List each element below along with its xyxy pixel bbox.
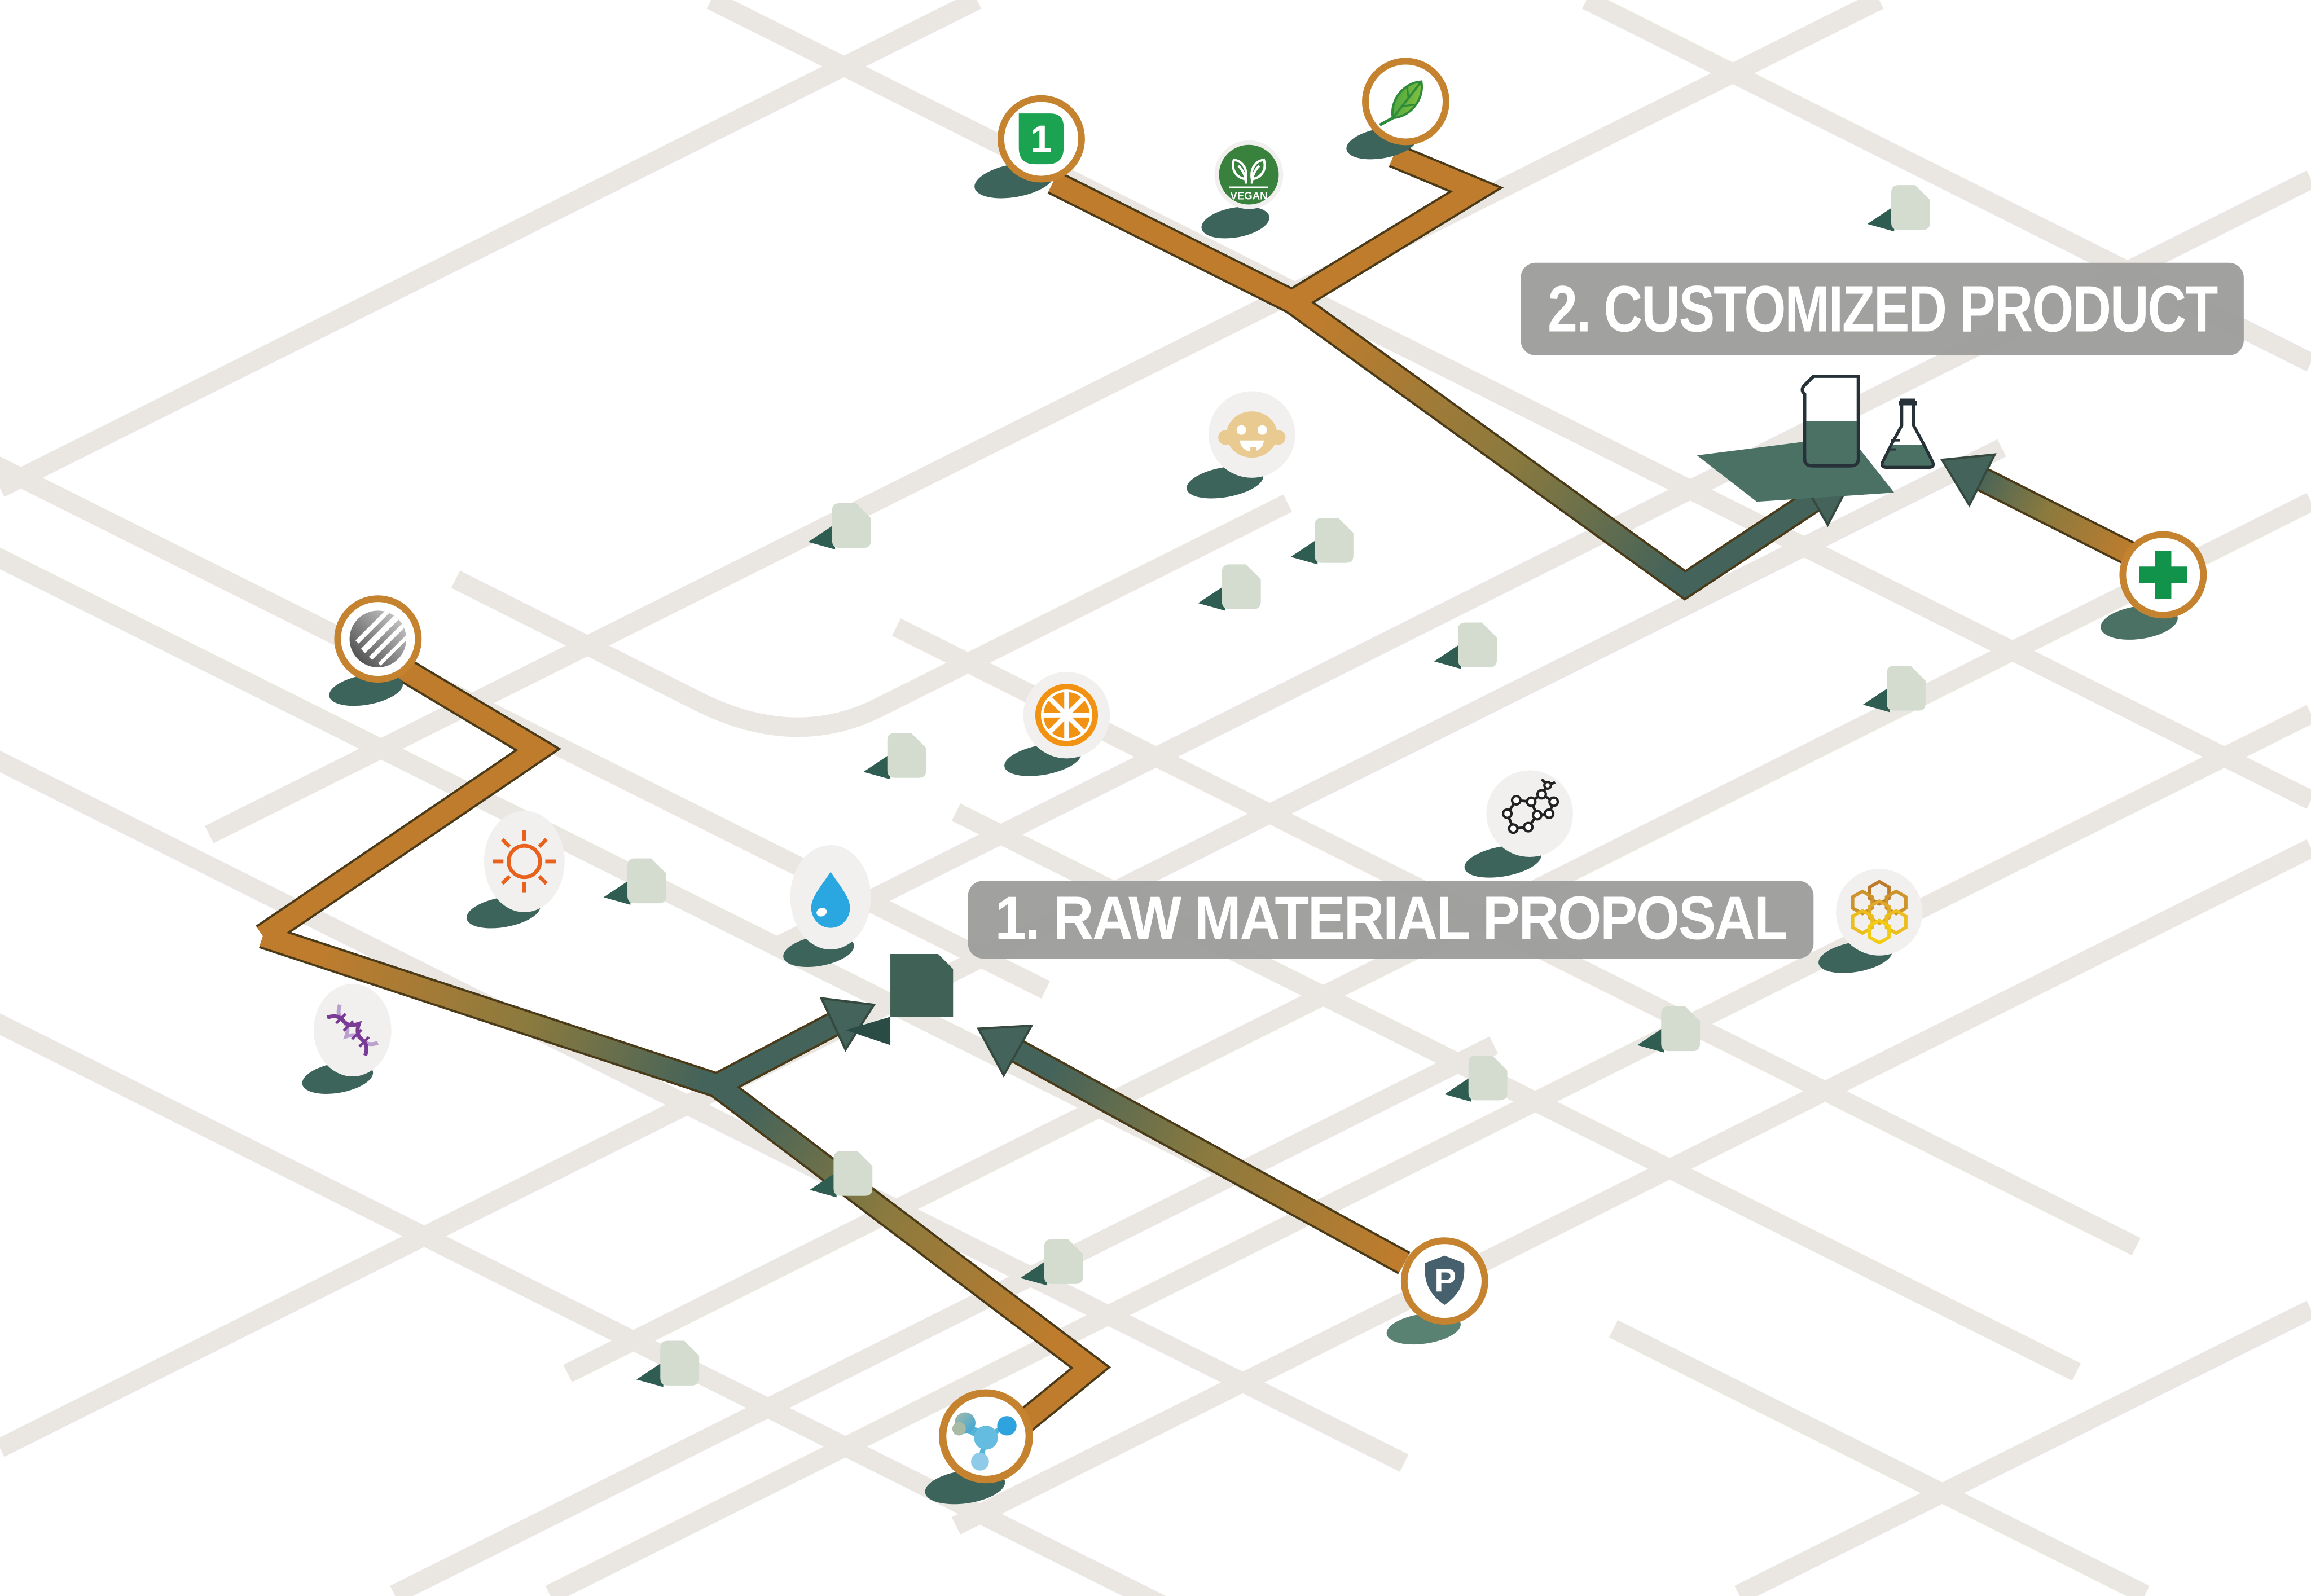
proposal-node xyxy=(845,954,954,1045)
stage1-label-text: 1. RAW MATERIAL PROPOSAL xyxy=(995,884,1786,952)
road xyxy=(706,0,2311,809)
curved-road xyxy=(451,494,1293,737)
stage1-label: 1. RAW MATERIAL PROPOSAL xyxy=(968,881,1814,959)
one-badge-label: 1 xyxy=(1030,117,1052,161)
waypoint-cube-icon xyxy=(1198,564,1261,611)
road xyxy=(0,1013,1166,1596)
sun-icon xyxy=(466,810,565,929)
node-shadow xyxy=(845,1017,891,1045)
road xyxy=(0,0,982,497)
orange-slice-icon xyxy=(1004,671,1110,776)
sprout-icon xyxy=(1229,158,1268,188)
ball-path xyxy=(257,658,557,945)
molecule-icon xyxy=(925,1389,1033,1505)
waypoint-cube-icon xyxy=(1020,1239,1083,1286)
ball-fork-path xyxy=(260,926,720,1096)
leaf-icon xyxy=(1346,58,1449,160)
arrowhead-to-flask xyxy=(1940,453,1997,508)
road xyxy=(1609,1320,2150,1596)
water-drop-icon xyxy=(783,845,871,968)
flask-icon xyxy=(1881,398,1935,469)
road xyxy=(1734,1300,2311,1596)
dna-icon xyxy=(302,983,392,1094)
fiber-ball-icon xyxy=(329,595,422,706)
merged-top-path xyxy=(1286,293,1820,598)
road xyxy=(390,1036,1499,1596)
waypoint-cube-icon xyxy=(1290,518,1354,565)
baby-face-icon xyxy=(1187,391,1295,499)
p-path xyxy=(1012,1041,1409,1273)
molecular-structure-icon xyxy=(1464,770,1574,878)
customized-product-icons xyxy=(1697,374,1935,502)
waypoint-cube-icon xyxy=(1862,666,1926,713)
cross-path xyxy=(1978,469,2138,565)
vegan-badge-icon: VEGAN xyxy=(1201,140,1284,239)
pharmacy-cross-icon xyxy=(2101,531,2207,640)
road xyxy=(204,0,1884,843)
road xyxy=(545,705,2311,1596)
beaker-shadow xyxy=(1697,436,1895,502)
parking-shield-icon: P xyxy=(1386,1237,1488,1345)
icon-shadow xyxy=(1201,206,1269,239)
road xyxy=(951,839,2311,1535)
one-badge-icon: 1 xyxy=(974,95,1085,199)
stage2-label-text: 2. CUSTOMIZED PRODUCT xyxy=(1548,272,2217,346)
stage2-label-bg xyxy=(1521,262,2244,355)
stage1-label-bg xyxy=(968,881,1814,959)
fork-arrow-path xyxy=(712,1015,839,1095)
leaf-path xyxy=(1286,146,1499,311)
waypoint-cube-icon xyxy=(1867,185,1930,232)
waypoint-cube-icon xyxy=(1434,622,1497,669)
node-square xyxy=(890,954,954,1017)
waypoint-cube-icon xyxy=(1637,1006,1701,1053)
parking-label: P xyxy=(1434,1262,1456,1299)
beaker-icon xyxy=(1800,374,1860,468)
stage2-label: 2. CUSTOMIZED PRODUCT xyxy=(1521,262,2244,355)
honeycomb-icon xyxy=(1818,869,1923,973)
waypoint-cube-icon xyxy=(863,733,926,780)
vegan-label: VEGAN xyxy=(1230,190,1267,202)
arrowhead-to-node-se xyxy=(977,1024,1034,1078)
one-path xyxy=(1048,173,1297,311)
